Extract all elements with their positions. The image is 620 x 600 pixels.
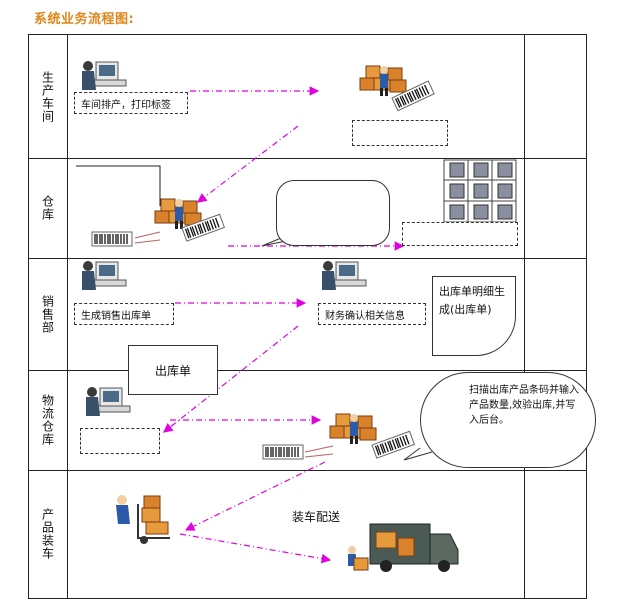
box-empty-warehouse (402, 222, 518, 246)
worker-boxes-icon (359, 65, 407, 97)
operator-computer-icon (81, 60, 127, 91)
scan-beam (134, 231, 161, 244)
lane-label-sales: 销售部 (29, 258, 68, 370)
barcode-scanner-icon (262, 444, 304, 460)
lane-label-loading: 产品装车 (29, 470, 68, 598)
box-empty-production (352, 120, 448, 146)
box-finance-confirm: 财务确认相关信息 (318, 303, 426, 325)
barcode-scanner-icon (91, 231, 133, 247)
operator-computer-icon (85, 386, 131, 417)
speech-bubble-scan-instructions: 扫描出库产品条码并输入产品数量,效验出库,并写入后台。 (420, 372, 596, 468)
worker-boxes-icon (329, 413, 377, 445)
box-empty-logistics (80, 428, 160, 454)
lane-label-warehouse: 仓库 (29, 158, 68, 258)
diagram-title: 系统业务流程图: (34, 12, 135, 27)
label-loading-delivery: 装车配送 (292, 510, 341, 524)
lane-divider (29, 158, 586, 159)
lane-label-logistics: 物流仓库 (29, 370, 68, 470)
lane-label-production: 生产车间 (29, 35, 68, 158)
note-outbound-slip: 出库单 (128, 345, 218, 395)
swimlane-frame: 生产车间 仓库 销售部 物流仓库 产品装车 (28, 34, 587, 599)
barcode-label-icon (371, 430, 416, 459)
flow-arrow (179, 533, 332, 564)
note-outbound-detail: 出库单明细生成(出库单) (432, 276, 516, 356)
flow-arrow (163, 325, 299, 433)
box-sales-order: 生成销售出库单 (74, 303, 174, 325)
connector-line (76, 165, 161, 206)
delivery-truck-icon (348, 523, 459, 572)
lane-right-border (524, 35, 525, 598)
hand-truck-icon (116, 495, 170, 544)
lane-divider (29, 258, 586, 259)
speech-bubble-empty (276, 180, 390, 246)
lane-divider (29, 370, 586, 371)
operator-computer-icon (81, 260, 127, 291)
bubble-tail (403, 447, 433, 461)
flow-arrow (197, 125, 299, 203)
lane-divider (29, 470, 586, 471)
scan-beam (304, 445, 334, 458)
box-workshop-schedule: 车间排产，打印标签 (74, 92, 188, 114)
shelving-rack-icon (443, 159, 517, 223)
operator-computer-icon (321, 260, 367, 291)
